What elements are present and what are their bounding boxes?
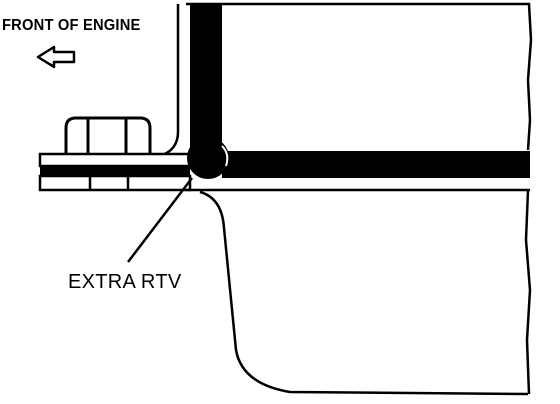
horizontal-gasket (222, 151, 530, 178)
oil-pan (186, 188, 532, 396)
vertical-gasket (190, 4, 222, 154)
extra-rtv-bead (187, 137, 229, 179)
callout-leader-line (127, 177, 193, 263)
extra-rtv-label: EXTRA RTV (68, 271, 182, 293)
left-arrow-icon (36, 45, 76, 69)
bolt-flange (38, 116, 192, 192)
front-of-engine-label: FRONT OF ENGINE (2, 17, 141, 34)
